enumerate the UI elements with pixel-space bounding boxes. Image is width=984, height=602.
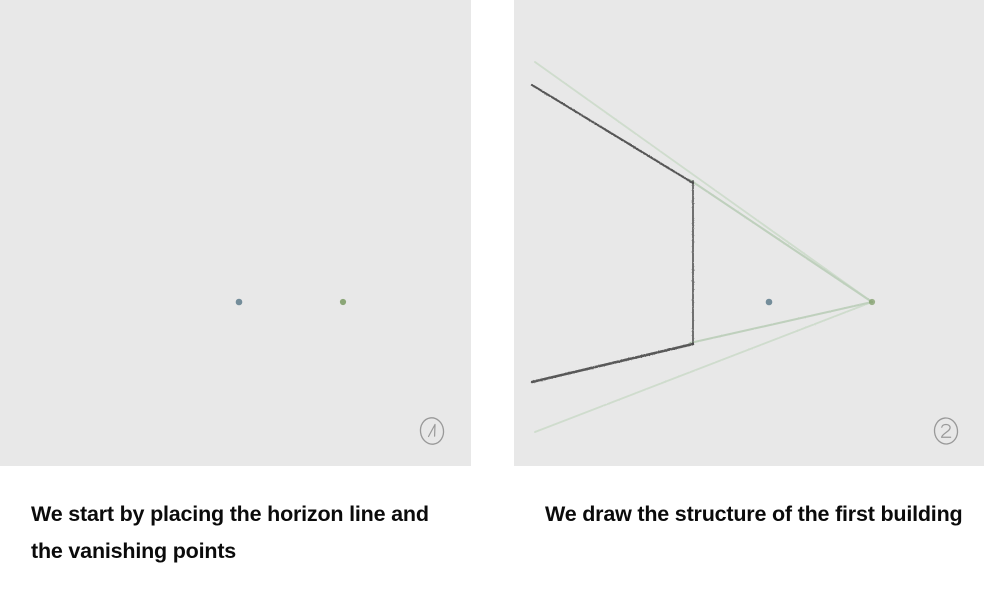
guide-lines-group xyxy=(534,61,874,433)
guide-bottom-lower-line xyxy=(534,301,873,433)
step-2-caption: We draw the structure of the first build… xyxy=(545,502,963,526)
vanishing-point-left-dot xyxy=(235,298,243,306)
vanishing-point-right-dot xyxy=(868,298,876,306)
step-1-badge xyxy=(415,414,449,448)
building-bottom-edge xyxy=(530,342,695,384)
step-2-canvas[interactable] xyxy=(514,0,984,466)
vanishing-point-right-dot xyxy=(339,298,347,306)
step-2-badge xyxy=(929,414,963,448)
step-2: We draw the structure of the first build… xyxy=(514,0,984,570)
step-1-canvas[interactable] xyxy=(0,0,471,466)
steps-row: We start by placing the horizon line and… xyxy=(0,0,984,570)
building-structure-group xyxy=(530,83,695,384)
step-1: We start by placing the horizon line and… xyxy=(0,0,471,570)
guide-top-to-vanishing-point xyxy=(688,178,874,304)
step-1-caption: We start by placing the horizon line and… xyxy=(31,502,429,563)
vanishing-point-left-dot xyxy=(765,298,773,306)
step-2-drawing xyxy=(514,61,984,433)
guide-top-upper-line xyxy=(534,61,873,303)
circled-two-icon xyxy=(933,417,959,445)
building-top-edge xyxy=(530,83,695,185)
guide-bottom-to-vanishing-point xyxy=(688,300,874,345)
circled-one-icon xyxy=(419,417,445,445)
step-1-drawing xyxy=(0,298,471,306)
